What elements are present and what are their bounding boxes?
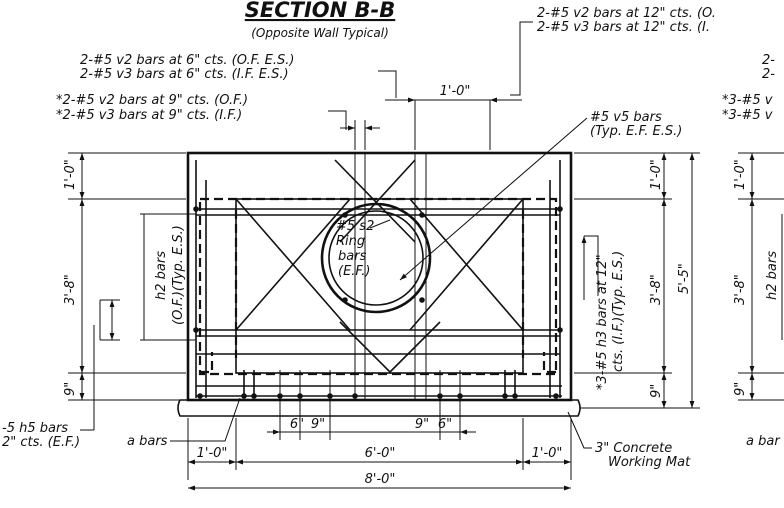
leader-v2-6 (378, 70, 397, 98)
leader-a-bars (170, 397, 241, 442)
callout-v2-6-line1: 2-#5 v2 bars at 6" cts. (O.F. E.S.) (80, 53, 294, 68)
dim-far-right-top: 1'-0" (733, 159, 748, 190)
leader-ring (369, 219, 391, 229)
leader-mat (567, 411, 592, 449)
left-dimensions: 1'-0" 3'-8" 9" (63, 152, 186, 401)
ring-label-2: Ring (336, 234, 365, 249)
vertical-bars (195, 153, 561, 400)
inner-face-bars-dashed (234, 210, 525, 358)
callout-v2-12-line1: 2-#5 v2 bars at 12" cts. (O. (537, 6, 716, 21)
callout-mat-line2: Working Mat (608, 455, 691, 470)
outer-face-bars-dashed (198, 197, 558, 376)
concrete-working-mat (177, 399, 581, 417)
dim-right-mid: 3'-8" (649, 274, 664, 305)
right-dimensions: 1'-0" 3'-8" 9" 5'-5" (574, 152, 700, 409)
section-title: SECTION B-B (245, 0, 396, 22)
h2-spacing-marker (93, 299, 120, 430)
callout-v2-9-line1: *2-#5 v2 bars at 9" cts. (O.F.) (56, 93, 248, 108)
right-partial-4: *3-#5 v (722, 108, 773, 123)
leader-v2-12 (510, 21, 533, 96)
callout-v5-line1: #5 v5 bars (590, 110, 662, 125)
callout-v3-9-line2: *2-#5 v3 bars at 9" cts. (I.F.) (56, 108, 242, 123)
far-right-h2-label: h2 bars (765, 251, 780, 300)
dim-bottom-9a: 9" (311, 417, 325, 432)
callout-h5-line1: -5 h5 bars (2, 421, 68, 436)
dim-left-bot: 9" (63, 382, 78, 396)
dim-right-bot: 9" (649, 384, 664, 398)
dim-bottom-right: 1'-0" (532, 446, 563, 461)
dim-bottom-6a: 6" (290, 417, 304, 432)
ring-label-3: bars (338, 249, 367, 264)
dim-bottom-9b: 9" (415, 417, 429, 432)
callout-mat-line1: 3" Concrete (595, 441, 672, 456)
dim-right-top: 1'-0" (649, 159, 664, 190)
h2-label-group: h2 bars (O.F.)(Typ. E.S.) (140, 213, 196, 341)
dim-bottom-mid: 6'-0" (365, 446, 396, 461)
box-outer-outline (186, 151, 573, 402)
dim-right-total: 5'-5" (677, 263, 692, 294)
right-partial-2: 2- (762, 67, 775, 82)
bottom-dimensions: 6" 9" 9" 6" 1'-0" 6'-0" 1'-0" 8'-0" (187, 400, 572, 491)
ring-bar-inner (328, 210, 424, 306)
dim-top-spacing: 1'-0" (440, 84, 471, 99)
ring-label-4: (E.F.) (338, 264, 370, 279)
h3-label-group: *3-#5 h3 bars at 12" cts. (I.F.)(Typ. E.… (581, 235, 626, 390)
callout-h5-line2: 2" cts. (E.F.) (2, 435, 80, 450)
callout-v3-12-line2: 2-#5 v3 bars at 12" cts. (I. (537, 20, 710, 35)
bar-dots (193, 206, 563, 399)
dim-far-right-mid: 3'-8" (733, 274, 748, 305)
dim-far-right-bot: 9" (733, 382, 748, 396)
diagonal-v5-bars (235, 159, 524, 373)
h2-label-line1: h2 bars (154, 251, 169, 300)
leader-v5 (399, 117, 588, 281)
callout-v3-6-line2: 2-#5 v3 bars at 6" cts. (I.F. E.S.) (80, 67, 289, 82)
callout-v5-line2: (Typ. E.F. E.S.) (590, 124, 682, 139)
horizontal-bars (196, 208, 562, 397)
dim-left-mid: 3'-8" (63, 274, 78, 305)
top-spacing-dimension: 1'-0" (340, 84, 522, 150)
ring-bar-outer (320, 202, 432, 314)
dim-bottom-left: 1'-0" (197, 446, 228, 461)
h3-label-line2: cts. (I.F.)(Typ. E.S.) (611, 251, 626, 372)
right-partial-1: 2- (762, 53, 775, 68)
dim-bottom-total: 8'-0" (365, 472, 396, 487)
h3-label-line1: *3-#5 h3 bars at 12" (595, 254, 610, 390)
callout-a-bars: a bars (127, 434, 168, 449)
dim-bottom-6b: 6" (438, 417, 452, 432)
h2-label-line2: (O.F.)(Typ. E.S.) (171, 225, 186, 325)
right-partial-5: a bar (746, 434, 781, 449)
right-partial-3: *3-#5 v (722, 93, 773, 108)
leader-v2-9 (328, 110, 347, 130)
section-subtitle: (Opposite Wall Typical) (251, 26, 389, 40)
corner-bars-dashed (200, 352, 556, 374)
ring-label-1: #5 s2 (336, 219, 374, 234)
adjacent-section-partial: 2- 2- *3-#5 v *3-#5 v a bar 1'-0" 3'-8" … (722, 53, 784, 449)
box-inner-opening (235, 198, 524, 374)
dim-left-top: 1'-0" (63, 159, 78, 190)
